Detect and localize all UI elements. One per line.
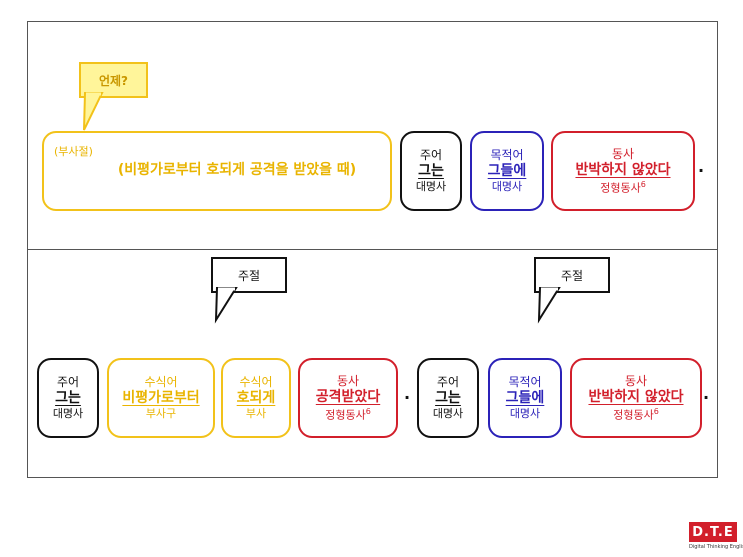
- c1-subject-pos: 대명사: [52, 407, 84, 421]
- c1-verb-word: 공격받았다: [315, 389, 381, 406]
- c1-period: .: [404, 384, 411, 403]
- verb-box: 동사 반박하지 않았다 정형동사6: [551, 131, 695, 211]
- c2-object-word: 그들에: [505, 389, 545, 406]
- object-label: 목적어: [490, 147, 524, 162]
- c2-verb-pos-text: 정형동사: [613, 408, 654, 422]
- c2-object-label: 목적어: [508, 374, 542, 389]
- main-clause-callout-left-text: 주절: [237, 268, 261, 283]
- main-clause-callout-right-tail: [537, 287, 561, 324]
- when-callout: 언제?: [79, 62, 148, 98]
- subject-word: 그는: [418, 162, 444, 179]
- c2-verb-pos: 정형동사6: [613, 407, 659, 422]
- c2-subject-label: 주어: [436, 374, 460, 389]
- adverbial-clause-text: (비평가로부터 호되게 공격을 받았을 때): [117, 162, 357, 179]
- dte-logo: D.T.E Digital Thinking English: [689, 522, 743, 550]
- c1-subject-label: 주어: [56, 374, 80, 389]
- c2-object-pos: 대명사: [509, 407, 541, 421]
- verb-pos-sup: 6: [640, 179, 646, 189]
- c2-object-box: 목적어 그들에 대명사: [488, 358, 562, 438]
- c1-modifier2-label: 수식어: [239, 374, 273, 389]
- verb-label: 동사: [611, 147, 635, 162]
- main-clause-callout-right-text: 주절: [560, 268, 584, 283]
- c1-modifier2-box: 수식어 호되게 부사: [221, 358, 291, 438]
- main-clause-callout-left-tail: [214, 287, 238, 324]
- subject-pos: 대명사: [415, 180, 447, 194]
- c1-verb-pos: 정형동사6: [325, 407, 371, 422]
- subject-label: 주어: [419, 147, 443, 162]
- c1-modifier1-box: 수식어 비평가로부터 부사구: [107, 358, 215, 438]
- c1-verb-pos-sup: 6: [365, 406, 371, 416]
- c2-verb-pos-sup: 6: [653, 406, 659, 416]
- c2-subject-word: 그는: [435, 389, 461, 406]
- c1-modifier2-pos: 부사: [245, 407, 267, 421]
- verb-pos-text: 정형동사: [600, 181, 641, 195]
- c2-verb-label: 동사: [624, 374, 648, 389]
- object-word: 그들에: [487, 162, 527, 179]
- dte-logo-tagline: Digital Thinking English: [689, 544, 743, 550]
- when-callout-tail: [83, 92, 104, 131]
- adverbial-clause-label: (부사절): [54, 145, 93, 158]
- c1-modifier1-pos: 부사구: [145, 407, 177, 421]
- c1-verb-pos-text: 정형동사: [325, 408, 366, 422]
- when-callout-text: 언제?: [98, 73, 129, 88]
- c2-verb-word: 반박하지 않았다: [588, 389, 684, 406]
- c1-modifier1-label: 수식어: [144, 374, 178, 389]
- dte-logo-mark: D.T.E: [689, 522, 737, 542]
- c2-subject-pos: 대명사: [432, 407, 464, 421]
- c1-verb-label: 동사: [336, 374, 360, 389]
- verb-pos: 정형동사6: [600, 180, 646, 195]
- object-pos: 대명사: [491, 180, 523, 194]
- verb-word: 반박하지 않았다: [575, 162, 671, 179]
- c1-verb-box: 동사 공격받았다 정형동사6: [298, 358, 398, 438]
- object-box: 목적어 그들에 대명사: [470, 131, 544, 211]
- top-period: .: [698, 157, 705, 176]
- subject-box: 주어 그는 대명사: [400, 131, 462, 211]
- c1-subject-box: 주어 그는 대명사: [37, 358, 99, 438]
- adverbial-clause-box: (부사절) (비평가로부터 호되게 공격을 받았을 때): [42, 131, 392, 211]
- c2-verb-box: 동사 반박하지 않았다 정형동사6: [570, 358, 702, 438]
- c1-modifier1-word: 비평가로부터: [122, 389, 200, 406]
- c2-period: .: [703, 384, 710, 403]
- c1-subject-word: 그는: [55, 389, 81, 406]
- c1-modifier2-word: 호되게: [236, 389, 276, 406]
- c2-subject-box: 주어 그는 대명사: [417, 358, 479, 438]
